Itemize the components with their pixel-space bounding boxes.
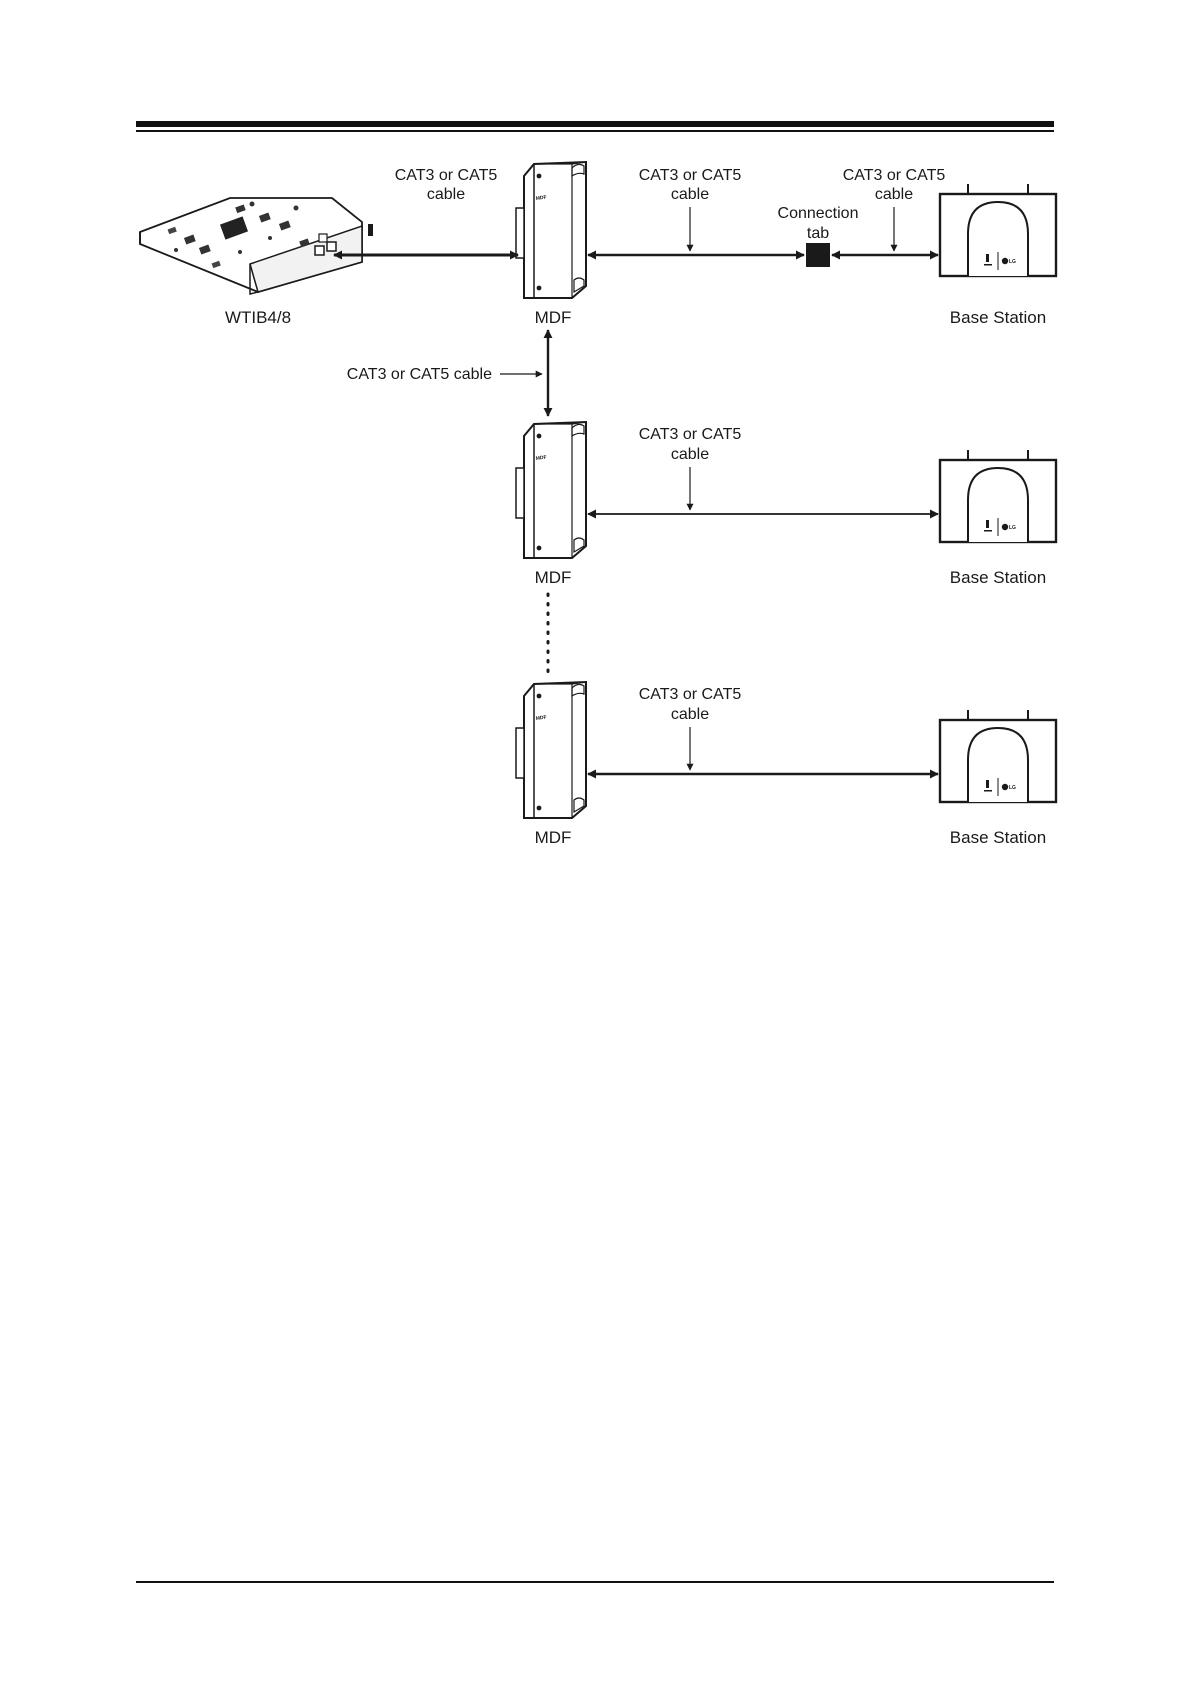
- base-station-2-logo: LG: [1009, 525, 1016, 531]
- base-station-2: LG: [940, 450, 1056, 542]
- cable-label-mdf-tab-line1: CAT3 or CAT5: [639, 167, 742, 184]
- connection-tab-label-line2: tab: [807, 225, 829, 242]
- cable-label-card-mdf-line1: CAT3 or CAT5: [395, 167, 498, 184]
- connection-tab: [806, 243, 830, 267]
- cable-label-base-3-line2: cable: [671, 706, 709, 723]
- base-station-3-logo: LG: [1009, 785, 1016, 791]
- cable-label-tab-base-line1: CAT3 or CAT5: [843, 167, 946, 184]
- header-rule-thick: [136, 121, 1054, 127]
- base-station-label-1: Base Station: [950, 308, 1046, 327]
- cable-label-base-2-line2: cable: [671, 446, 709, 463]
- header-rule-thin: [136, 130, 1054, 132]
- wtib-card: [140, 198, 373, 294]
- base-station-label-2: Base Station: [950, 568, 1046, 587]
- cable-label-mdf-mdf: CAT3 or CAT5 cable: [347, 366, 492, 383]
- cable-label-base-2-line1: CAT3 or CAT5: [639, 426, 742, 443]
- mdf-label-1: MDF: [535, 308, 572, 327]
- cable-label-card-mdf-line2: cable: [427, 186, 465, 203]
- base-station-label-3: Base Station: [950, 828, 1046, 847]
- cable-label-tab-base-line2: cable: [875, 186, 913, 203]
- footer-rule: [136, 1581, 1054, 1583]
- base-station-1-logo: LG: [1009, 259, 1016, 265]
- base-station-3: LG: [940, 710, 1056, 802]
- mdf-unit-3: MDF: [516, 682, 586, 818]
- connection-tab-label-line1: Connection: [778, 205, 859, 222]
- mdf-label-2: MDF: [535, 568, 572, 587]
- cable-label-mdf-tab-line2: cable: [671, 186, 709, 203]
- mdf-unit-2: MDF: [516, 422, 586, 558]
- base-station-1: LG: [940, 184, 1056, 276]
- mdf-label-3: MDF: [535, 828, 572, 847]
- card-label: WTIB4/8: [225, 308, 291, 327]
- cable-label-base-3-line1: CAT3 or CAT5: [639, 686, 742, 703]
- mdf-unit-1: MDF: [516, 162, 586, 298]
